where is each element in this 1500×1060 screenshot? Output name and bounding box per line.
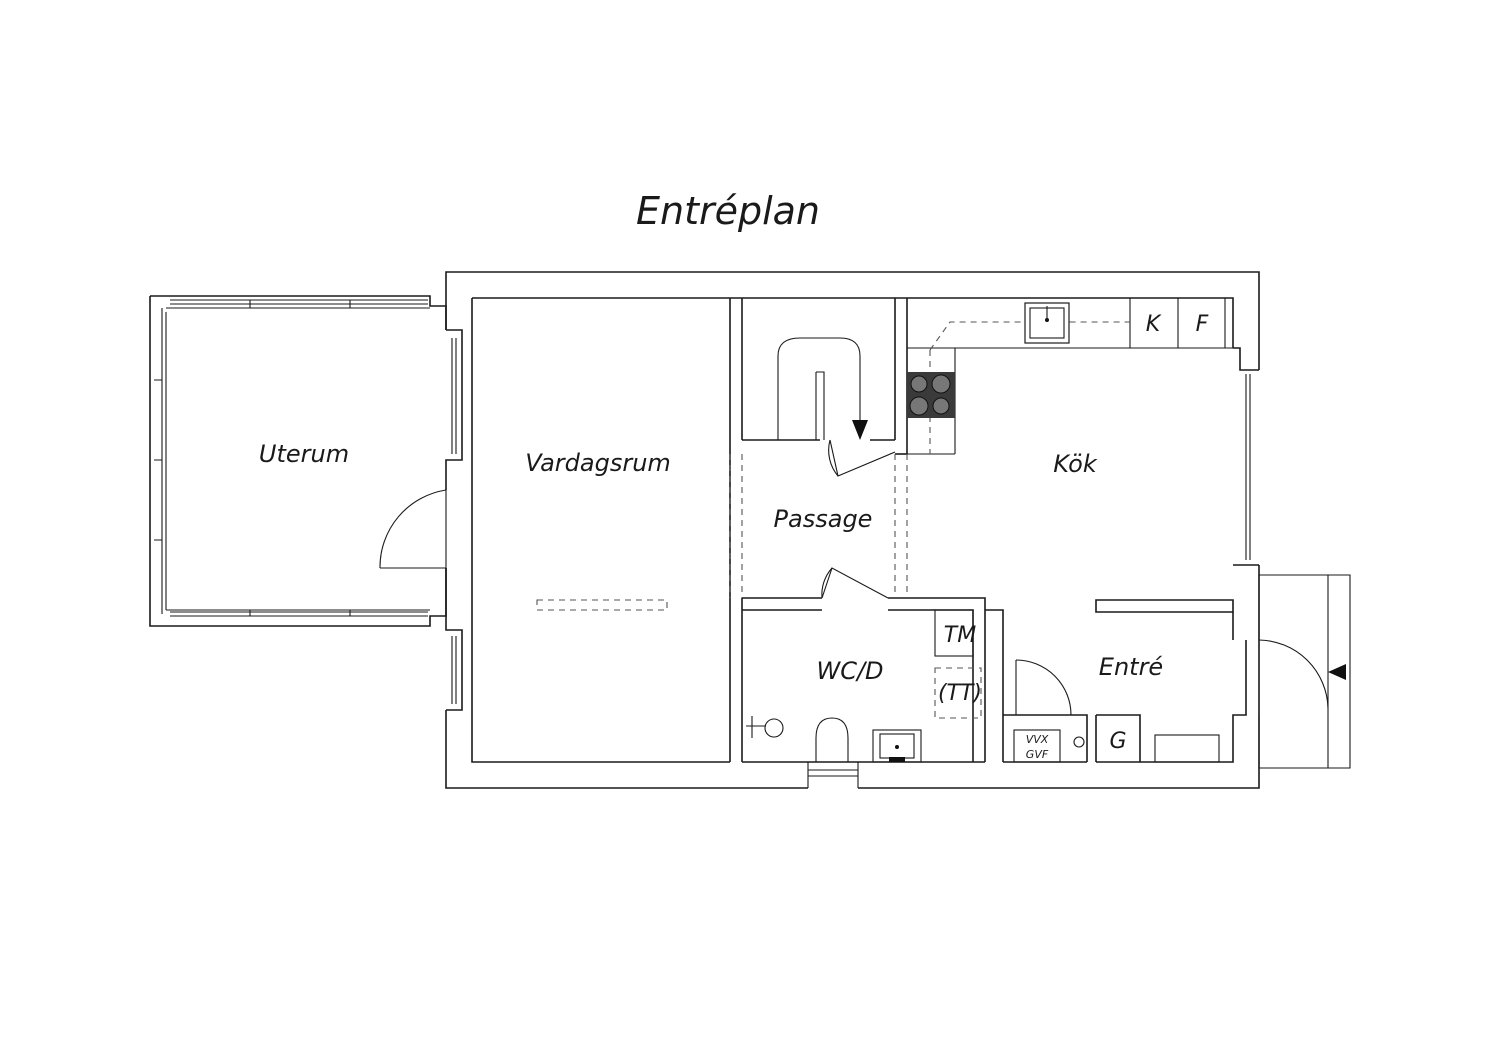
wc-fixtures [746,609,982,763]
entre-fixtures [1013,574,1351,769]
vvx-label: VVX [1026,733,1049,746]
gvf-label: GVF [1026,748,1049,761]
uterum-room [149,295,447,627]
passage-openings [536,454,908,611]
room-label-uterum: Uterum [259,440,349,468]
room-label-vardagsrum: Vardagsrum [525,449,671,477]
washer-label-tm: TM [944,623,976,648]
kitchen-counter [907,298,1233,455]
interior-walls [729,298,1234,762]
fridge-label-k: K [1146,312,1162,337]
wardrobe-label-g: G [1109,729,1126,754]
freezer-label-f: F [1196,312,1209,337]
room-label-kok: Kök [1053,450,1098,478]
plan-title: Entréplan [636,189,820,233]
room-label-wc: WC/D [816,657,883,685]
room-label-entre: Entré [1099,653,1163,681]
dryer-label-tt: (TT) [938,681,982,706]
room-label-passage: Passage [774,505,873,533]
closet [777,337,896,477]
